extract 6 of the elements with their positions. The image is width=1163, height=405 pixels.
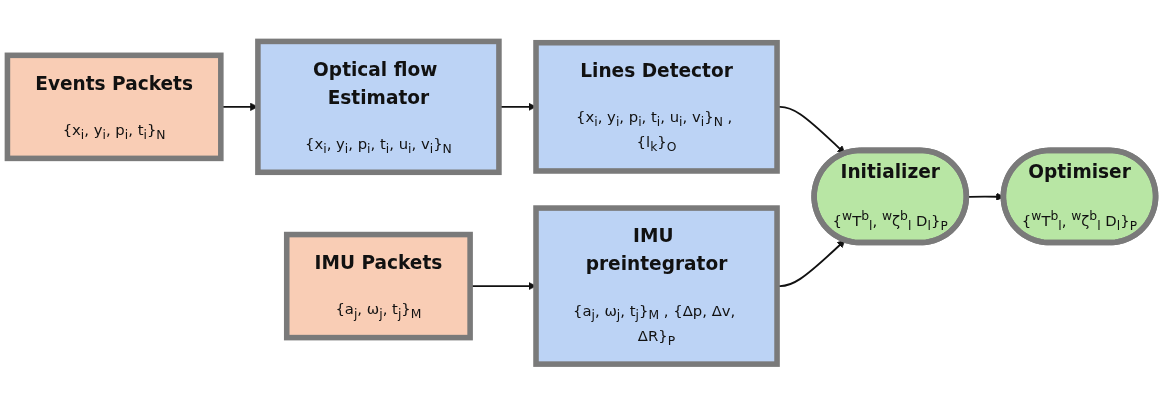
node-box xyxy=(533,39,780,174)
node-box xyxy=(4,52,224,161)
flowchart-diagram: Events Packets {x$_{i}$, y$_{i}$, p$_{i}$, t$_{i}$}$_{N}$ Optical flow Estimator {x$_{i}$, y$_{i}$, p$_{i}$, t$_{i}$, u$_{i}$, v$_{i}$}$_{N}$ Lines Detector {x$_{i}$, y$_{i}$, p$_{i}$, t$_{i}$, u$_{i}$, v$_{i}$}$_{N}$ , {l$_{k}$}$_{O}$ IMU Packets {a$_{j}$, ω$_{j}$, t$_{j}$}$_{M}$ IMU preintegrator {a$_{j}$, ω$_{j}$, t$_{j}$}$_{M}$ , {Δp, Δv, ΔR}$_{P}$ Initializer {$^{w}$T$^{b}$$_{l}$, $^{w}$ζ$^{b}$$_{l}$ D$_{l}$}$_{P}$ Optimiser {$^{w}$T$^{b}$$_{l}$, $^{w}$ζ$^{b}$$_{l}$ D$_{l}$}$_{P}$ xyxy=(0,33,1163,372)
node-box xyxy=(533,205,780,367)
node-box xyxy=(255,38,502,175)
node-box xyxy=(283,231,473,341)
